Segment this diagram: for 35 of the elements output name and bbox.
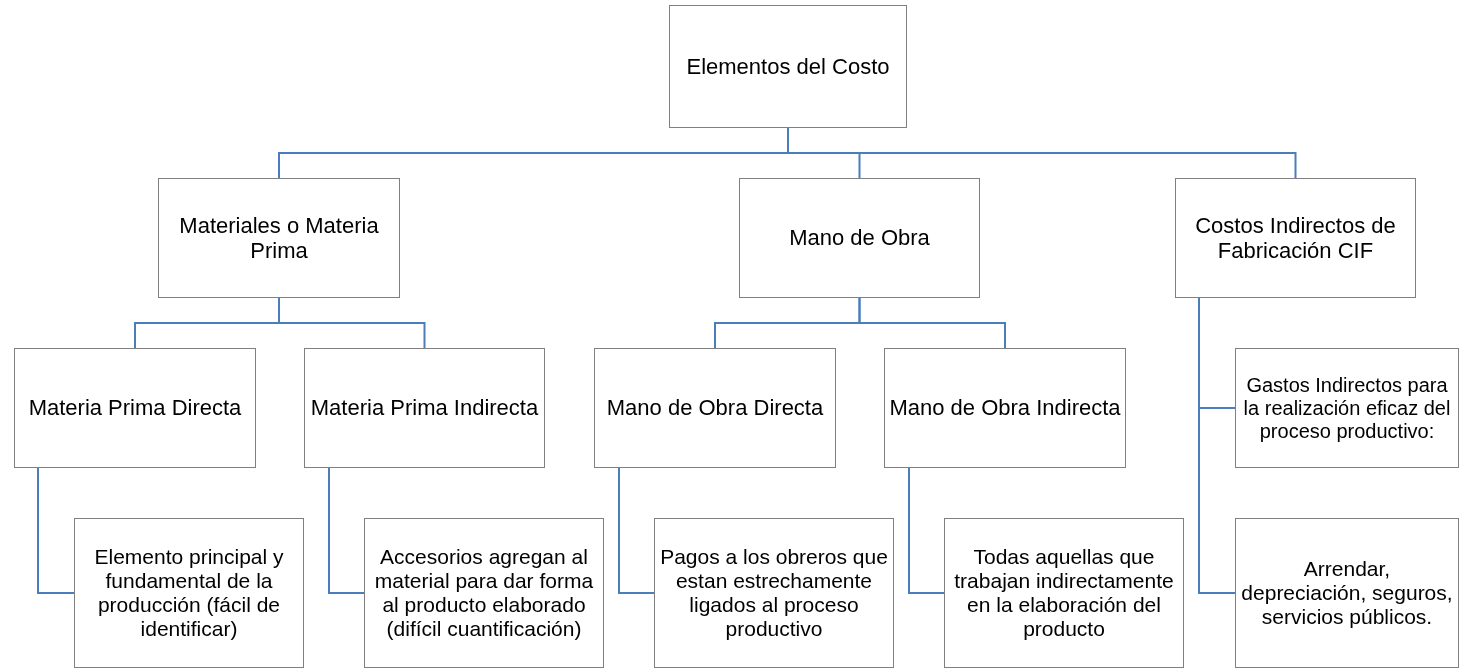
box-label: Pagos a los obreros que estan estrechamente ligados al proceso productivo xyxy=(659,544,889,642)
box-label: Arrendar, depreciación, seguros, servicios públicos. xyxy=(1240,556,1454,630)
concept-box xyxy=(944,518,1184,668)
box-label: Mano de Obra Indirecta xyxy=(889,395,1121,421)
concept-box xyxy=(1175,178,1416,298)
concept-box xyxy=(364,518,604,668)
concept-box xyxy=(654,518,894,668)
concept-box xyxy=(1235,518,1459,668)
box-label: Materiales o Materia Prima xyxy=(178,212,380,264)
concept-box xyxy=(594,348,836,468)
concept-box xyxy=(14,348,256,468)
box-label: Materia Prima Indirecta xyxy=(310,395,539,421)
concept-box xyxy=(1235,348,1459,468)
concept-box xyxy=(158,178,400,298)
connector-line xyxy=(908,467,945,594)
concept-box xyxy=(739,178,980,298)
connector-line xyxy=(278,297,426,349)
connector-line xyxy=(328,467,365,594)
box-label: Mano de Obra Directa xyxy=(606,395,824,421)
box-label: Costos Indirectos de Fabricación CIF xyxy=(1194,212,1397,264)
connector-line xyxy=(1198,297,1236,594)
box-label: Materia Prima Directa xyxy=(28,395,242,421)
connector-line xyxy=(858,297,1006,349)
box-label: Gastos Indirectos para la realización eficaz del proceso productivo: xyxy=(1242,373,1452,443)
box-label: Mano de Obra xyxy=(789,225,930,251)
box-label: Elemento principal y fundamental de la producción (fácil de identificar) xyxy=(93,544,285,642)
concept-box xyxy=(669,5,907,128)
box-label: Todas aquellas que trabajan indirectamente en la elaboración del producto xyxy=(953,544,1175,642)
box-label: Accesorios agregan al material para dar forma al producto elaborado (difícil cuantificación) xyxy=(373,544,595,642)
concept-box xyxy=(884,348,1126,468)
concept-box xyxy=(74,518,304,668)
connector-line xyxy=(618,467,655,594)
connector-line xyxy=(37,467,75,594)
box-label: Elementos del Costo xyxy=(686,53,890,80)
concept-box xyxy=(304,348,545,468)
